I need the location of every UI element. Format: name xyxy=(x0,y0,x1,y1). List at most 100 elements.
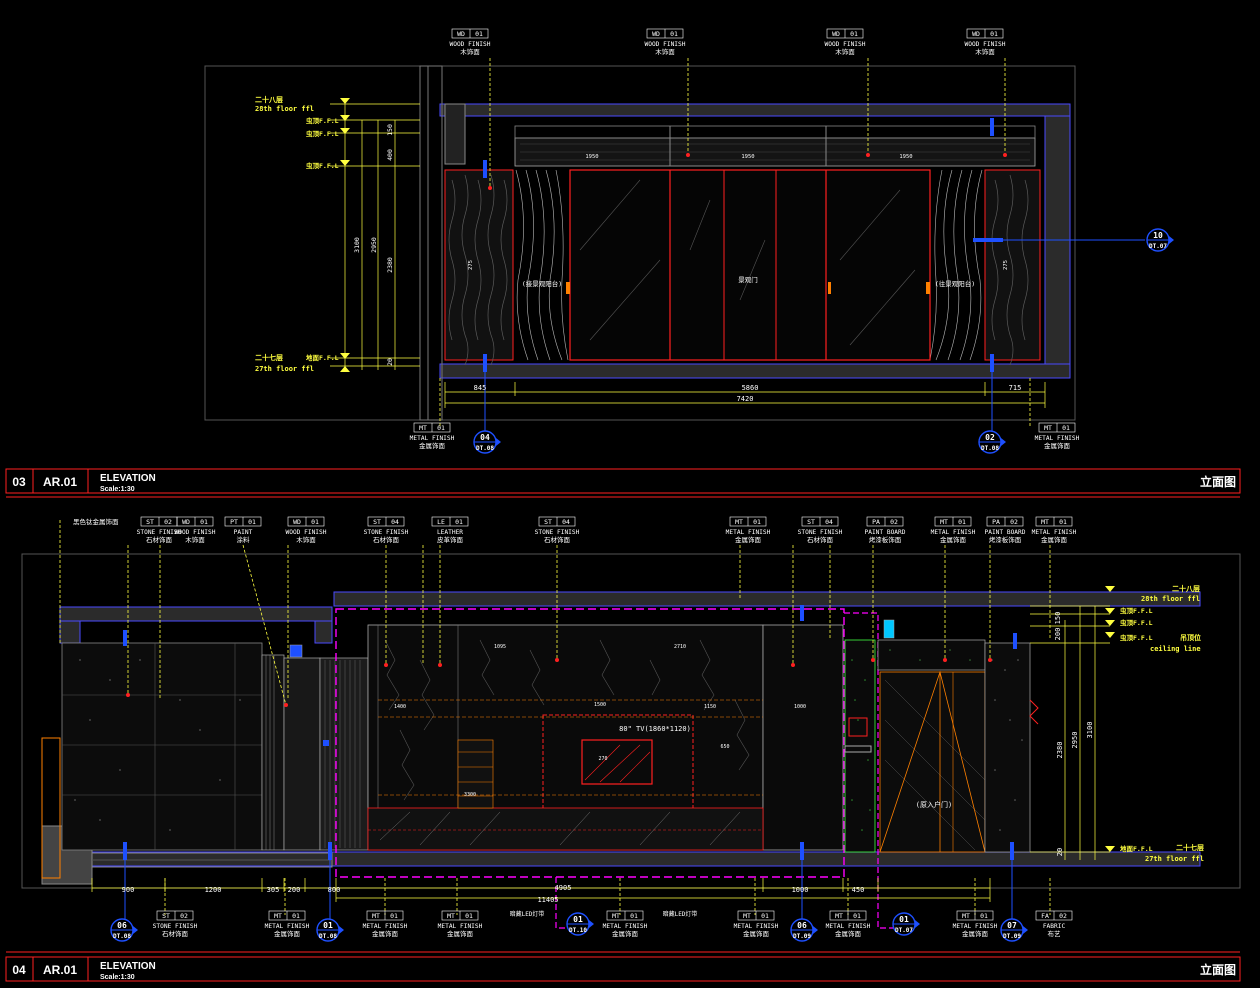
dimension: 650 xyxy=(720,744,729,750)
tag-number: 04 xyxy=(391,518,399,526)
tag-material-cn: 金属饰面 xyxy=(962,929,989,938)
tag-code: PT xyxy=(230,518,238,526)
tag-material-cn: 金属饰面 xyxy=(1044,441,1071,450)
tag-code: ST xyxy=(162,912,170,920)
callout-number: 04 xyxy=(480,433,490,442)
dimension: 1400 xyxy=(394,704,406,710)
tag-material: METAL FINISH xyxy=(953,923,998,930)
callout-number: 06 xyxy=(797,921,807,930)
dimension: 1200 xyxy=(205,886,222,894)
tag-number: 04 xyxy=(562,518,570,526)
tag-material-cn: 木饰面 xyxy=(460,47,480,56)
tag-code: MT xyxy=(1041,518,1049,526)
top-title-bar xyxy=(5,468,1241,498)
callout-number: 01 xyxy=(899,915,909,924)
callout-sheet-ref: DT.08 xyxy=(476,445,494,452)
dimension: 1950 xyxy=(899,154,912,160)
sheet-code: AR.01 xyxy=(43,963,77,977)
tag-material: METAL FINISH xyxy=(603,923,648,930)
tag-code: WD xyxy=(293,518,301,526)
tag-material-cn: 石材饰面 xyxy=(146,535,173,544)
dimension: 7420 xyxy=(737,395,754,403)
tag-code: MT xyxy=(612,912,620,920)
level-name-cn: 二十七层 xyxy=(255,353,283,362)
tag-material: METAL FINISH xyxy=(726,529,771,536)
bottom-floor-slab xyxy=(59,851,1201,867)
dimension: 2710 xyxy=(674,644,686,650)
tag-number: 01 xyxy=(475,30,483,38)
tag-number: 01 xyxy=(761,912,769,920)
tag-number: 01 xyxy=(1059,518,1067,526)
top-ceiling-slab xyxy=(439,103,1071,117)
tag-material: METAL FINISH xyxy=(438,923,483,930)
tag-material: METAL FINISH xyxy=(1032,529,1077,536)
level-mark: 虫顶F.F.L xyxy=(306,161,339,170)
annotation: 景观门 xyxy=(738,275,758,284)
tag-number: 01 xyxy=(200,518,208,526)
tag-material: STONE FINISH xyxy=(153,923,198,930)
tag-material-cn: 金属饰面 xyxy=(835,929,862,938)
top-elevation xyxy=(204,58,1145,432)
tag-number: 01 xyxy=(958,518,966,526)
level-name: 28th floor ffl xyxy=(255,105,314,113)
tag-material: STONE FINISH xyxy=(798,529,843,536)
top-glass-doors xyxy=(566,169,931,361)
dimension: 2380 xyxy=(1056,742,1064,759)
tag-material: METAL FINISH xyxy=(1035,435,1080,442)
tag-material-cn: 木饰面 xyxy=(185,535,205,544)
tag-code: MT xyxy=(1044,424,1052,432)
tag-material-cn: 金属饰面 xyxy=(1041,535,1068,544)
callout-sheet-ref: DT.10 xyxy=(569,927,587,934)
tag-material-cn: 木饰面 xyxy=(655,47,675,56)
dimension: 1150 xyxy=(704,704,716,710)
level-name: 28th floor ffl xyxy=(1141,595,1200,603)
tag-number: 02 xyxy=(890,518,898,526)
dimension: 845 xyxy=(474,384,487,392)
tag-number: 01 xyxy=(1062,424,1070,432)
callout-number: 01 xyxy=(573,915,583,924)
dimension: 275 xyxy=(468,260,474,270)
tag-code: WD xyxy=(652,30,660,38)
tag-material-cn: 金属饰面 xyxy=(940,535,967,544)
tag-material-cn: 布艺 xyxy=(1048,929,1062,938)
sheet-title-cn: 立面图 xyxy=(1200,962,1236,977)
tag-material: FABRIC xyxy=(1043,923,1066,930)
bottom-fabric-panel xyxy=(984,642,1031,853)
callout-number: 02 xyxy=(985,433,995,442)
top-curtain-right xyxy=(929,169,983,361)
tag-material: LEATHER xyxy=(437,529,463,536)
tag-material: METAL FINISH xyxy=(826,923,871,930)
sheet-code: AR.01 xyxy=(43,475,77,489)
tag-material-cn: 金属饰面 xyxy=(735,535,762,544)
ceiling-line-label: ceiling line xyxy=(1150,645,1201,653)
dimension: 2950 xyxy=(1071,732,1079,749)
tag-material-cn: 金属饰面 xyxy=(274,929,301,938)
level-name-cn: 二十八层 xyxy=(255,95,283,104)
dimension: 20 xyxy=(386,358,394,366)
tag-number: 01 xyxy=(753,518,761,526)
sheet-number: 04 xyxy=(12,963,26,977)
tag-number: 01 xyxy=(437,424,445,432)
tag-material: METAL FINISH xyxy=(931,529,976,536)
dimension: 3100 xyxy=(1086,722,1094,739)
tag-code: MT xyxy=(274,912,282,920)
